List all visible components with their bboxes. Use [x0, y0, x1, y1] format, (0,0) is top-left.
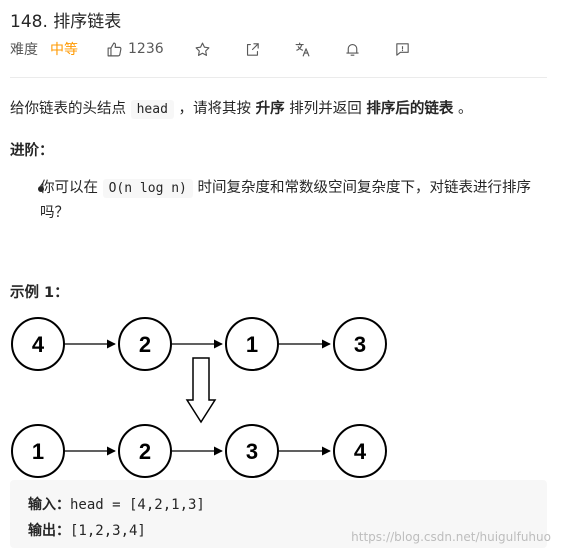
node-after-2-value: 2 [139, 439, 151, 464]
input-value: head = [4,2,1,3] [70, 497, 205, 513]
like-button[interactable]: 1236 [106, 41, 164, 58]
favorite-button[interactable] [194, 41, 211, 58]
desc-text-4: 。 [453, 101, 473, 117]
desc-text-2: ，请将其按 [173, 101, 256, 117]
node-after-1-value: 1 [32, 439, 44, 464]
output-label: 输出： [28, 523, 70, 539]
list-before: 4 2 1 3 [11, 317, 387, 371]
down-arrow-icon [185, 357, 217, 424]
desc-code-head: head [130, 100, 174, 119]
node-before-2: 2 [118, 317, 172, 371]
translate-button[interactable] [294, 41, 311, 58]
advanced-heading: 进阶： [10, 143, 54, 159]
node-before-3-value: 1 [246, 332, 258, 357]
advanced-complexity-code: O(n log n) [102, 179, 193, 198]
node-after-1: 1 [11, 424, 65, 478]
advanced-bullet: 你可以在 O(n log n) 时间复杂度和常数级空间复杂度下，对链表进行排序吗… [40, 176, 540, 225]
comment-icon [395, 42, 409, 56]
advanced-text-before: 你可以在 [40, 180, 103, 196]
share-icon [246, 42, 259, 56]
node-after-4-value: 4 [354, 439, 367, 464]
star-icon [195, 42, 210, 56]
linked-list-diagram: 4 2 1 3 1 2 3 [11, 317, 387, 478]
difficulty-badge: 中等 [50, 42, 78, 58]
list-after: 1 2 3 4 [11, 424, 387, 478]
node-before-4: 3 [333, 317, 387, 371]
translate-icon [295, 42, 310, 56]
watermark: https://blog.csdn.net/huigulfuhuo [351, 530, 551, 544]
problem-meta-bar: 难度 中等 1236 [10, 38, 411, 60]
desc-text-1: 给你链表的头结点 [10, 101, 131, 117]
desc-bold-sorted-list: 排序后的链表 [366, 101, 454, 117]
problem-description: 给你链表的头结点 head ，请将其按 升序 排列并返回 排序后的链表 。 [10, 97, 473, 119]
example-heading: 示例 1： [10, 285, 69, 301]
node-after-4: 4 [333, 424, 387, 478]
node-before-3: 1 [225, 317, 279, 371]
thumbs-up-icon [107, 42, 122, 56]
feedback-button[interactable] [394, 41, 411, 58]
node-after-3-value: 3 [246, 439, 258, 464]
problem-title: 148. 排序链表 [10, 12, 122, 32]
difficulty-label: 难度 [10, 42, 38, 58]
desc-text-3: 排列并返回 [284, 101, 367, 117]
node-after-2: 2 [118, 424, 172, 478]
node-before-4-value: 3 [354, 332, 366, 357]
node-after-3: 3 [225, 424, 279, 478]
share-button[interactable] [244, 41, 261, 58]
subscribe-button[interactable] [344, 41, 361, 58]
header-divider [10, 77, 547, 78]
node-before-1: 4 [11, 317, 65, 371]
like-count: 1236 [128, 41, 164, 57]
example-output-line: 输出：[1,2,3,4] [28, 520, 146, 540]
bell-icon [345, 43, 359, 56]
advanced-text-after: 时间复杂度和常数级空间复杂度下，对链表进行排序吗？ [40, 180, 531, 221]
bullet-dot [38, 186, 44, 192]
example-input-line: 输入：head = [4,2,1,3] [28, 494, 205, 514]
node-before-2-value: 2 [139, 332, 151, 357]
node-before-1-value: 4 [32, 332, 45, 357]
output-value: [1,2,3,4] [70, 523, 146, 539]
input-label: 输入： [28, 497, 70, 513]
desc-bold-ascending: 升序 [255, 101, 285, 117]
example-code-block: 输入：head = [4,2,1,3] 输出：[1,2,3,4] [10, 480, 547, 548]
